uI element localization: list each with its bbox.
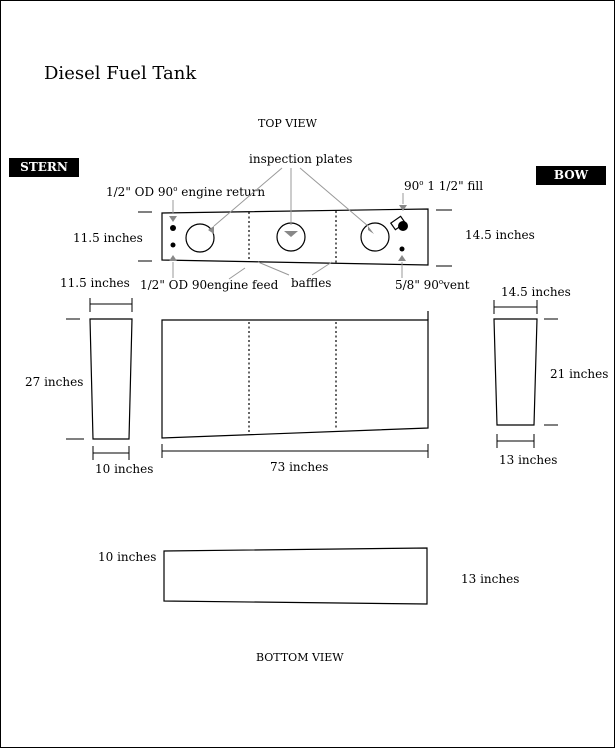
top-right-height-label: 14.5 inches bbox=[465, 228, 535, 242]
bow-bottom-width-label: 13 inches bbox=[499, 453, 558, 467]
bottom-left-dimension-label: 10 inches bbox=[98, 550, 157, 564]
stern-badge: STERN bbox=[9, 158, 79, 177]
top-view-label: TOP VIEW bbox=[258, 117, 317, 130]
stern-top-width-label: 11.5 inches bbox=[60, 276, 130, 290]
stern-bottom-width-label: 10 inches bbox=[95, 462, 154, 476]
engine-return-fitting bbox=[170, 225, 176, 231]
stern-outline bbox=[89, 318, 133, 440]
vent-fitting bbox=[399, 246, 405, 252]
side-view-tank bbox=[161, 311, 429, 439]
diagram-title: Diesel Fuel Tank bbox=[44, 63, 197, 84]
top-view-tank bbox=[161, 208, 429, 266]
vent-label: 5/8" 90ovent bbox=[395, 278, 470, 292]
inspection-plate bbox=[360, 222, 390, 252]
stern-height-label: 27 inches bbox=[25, 375, 84, 389]
length-dimension-line bbox=[161, 444, 429, 458]
bottom-view-tank bbox=[163, 547, 428, 605]
engine-return-label: 1/2" OD 90o engine return bbox=[106, 185, 266, 199]
bottom-view-outline bbox=[163, 547, 428, 605]
inspection-plate bbox=[185, 223, 215, 253]
leader-lines bbox=[172, 167, 404, 280]
baffles-label: baffles bbox=[291, 276, 332, 290]
length-label: 73 inches bbox=[270, 460, 329, 474]
top-view-outline bbox=[161, 208, 429, 266]
bottom-right-dimension-label: 13 inches bbox=[461, 572, 520, 586]
bow-height-label: 21 inches bbox=[550, 367, 609, 381]
indicator-triangles bbox=[169, 205, 407, 261]
engine-feed-label: engine feed bbox=[207, 278, 279, 292]
fill-cap bbox=[398, 221, 408, 231]
engine-feed-fitting bbox=[170, 242, 176, 248]
inspection-plates-label: inspection plates bbox=[249, 152, 353, 166]
bow-view bbox=[493, 318, 538, 426]
plate-arrow-heads bbox=[208, 226, 374, 237]
bow-outline bbox=[493, 318, 538, 426]
bow-dimension-lines bbox=[493, 300, 558, 448]
side-view-outline bbox=[161, 319, 429, 439]
bow-top-width-label: 14.5 inches bbox=[501, 285, 571, 299]
top-view-dimension-ticks bbox=[138, 209, 452, 267]
od-90-label: 1/2" OD 90 bbox=[140, 278, 208, 292]
bottom-view-label: BOTTOM VIEW bbox=[256, 651, 344, 664]
fill-label: 90o 1 1/2" fill bbox=[404, 179, 484, 193]
stern-view bbox=[89, 318, 133, 440]
top-left-height-label: 11.5 inches bbox=[73, 231, 143, 245]
stern-dimension-lines bbox=[66, 298, 133, 460]
bow-badge: BOW bbox=[536, 166, 606, 185]
